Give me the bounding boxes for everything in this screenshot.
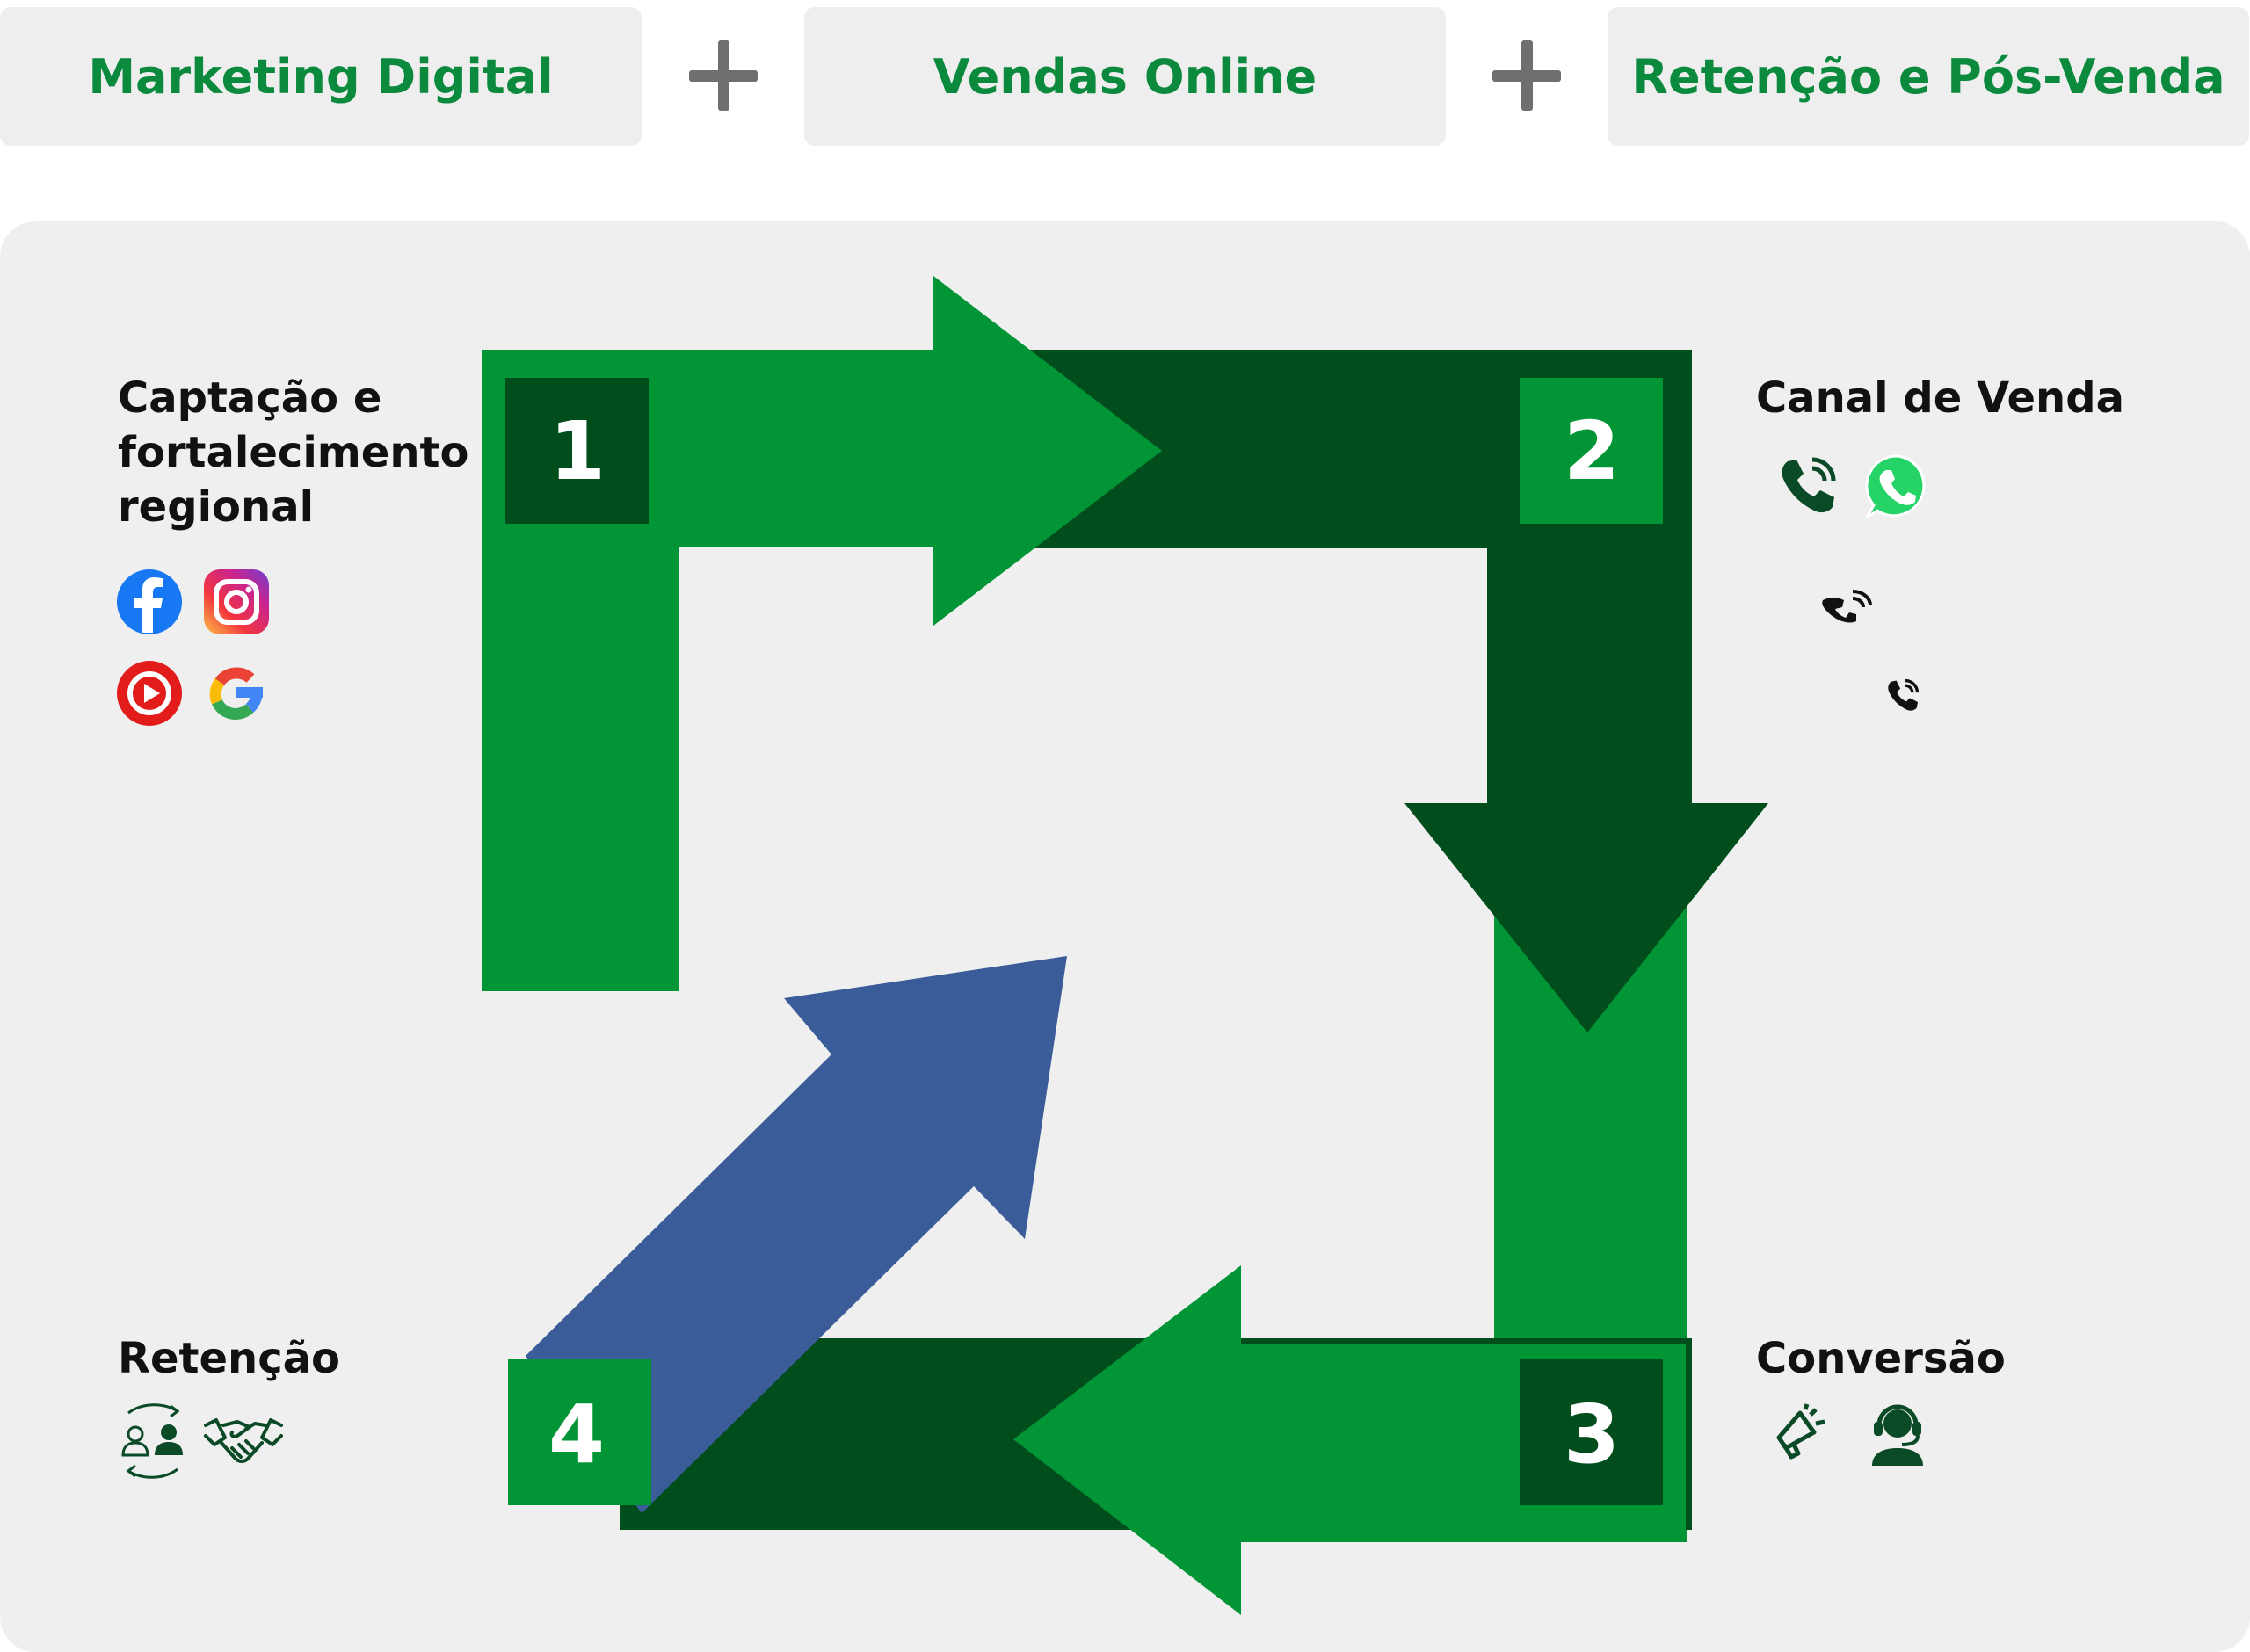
step-box-2 [1520,378,1663,524]
arrow-diagonal [526,956,1067,1513]
google-icon [209,667,263,721]
arrow-left [1013,1265,1686,1615]
step-number-4: 4 [548,1388,605,1482]
phone-ringing-icon [1782,457,1836,513]
step-label-2: Canal de Venda [1756,373,2124,423]
whatsapp-icon [1865,454,1926,519]
step-box-1 [505,378,649,524]
arrow-right [482,276,1162,626]
support-agent-icon [1872,1404,1923,1466]
step-label-3: Conversão [1756,1334,2006,1383]
stage-marketing-digital: Marketing Digital [0,7,642,146]
step-number-1: 1 [549,404,606,498]
facebook-icon [117,569,182,634]
stage-label: Retenção e Pós-Venda [1631,48,2225,105]
megaphone-icon [1776,1403,1825,1460]
arrow-head-down [1404,803,1768,1032]
stage-label: Vendas Online [933,48,1317,105]
step-box-3 [1520,1359,1663,1505]
step-number-3: 3 [1564,1388,1620,1482]
phone-ringing-tiny-icon [1888,678,1920,711]
plus-icon [1492,40,1561,111]
stage-vendas-online: Vendas Online [804,7,1446,146]
customer-retention-icon [121,1403,183,1479]
step-label-1: Captação e fortalecimento regional [118,373,469,532]
phone-ringing-small-icon [1822,590,1872,623]
step-box-4 [508,1359,651,1505]
plus-icon [689,40,758,111]
instagram-icon [204,569,269,634]
stage-label: Marketing Digital [88,48,554,105]
handshake-icon [204,1418,283,1463]
youtube-icon [117,661,182,726]
step-label-4: Retenção [118,1334,341,1383]
step-number-2: 2 [1564,404,1620,498]
stage-retencao-pos-venda: Retenção e Pós-Venda [1608,7,2249,146]
